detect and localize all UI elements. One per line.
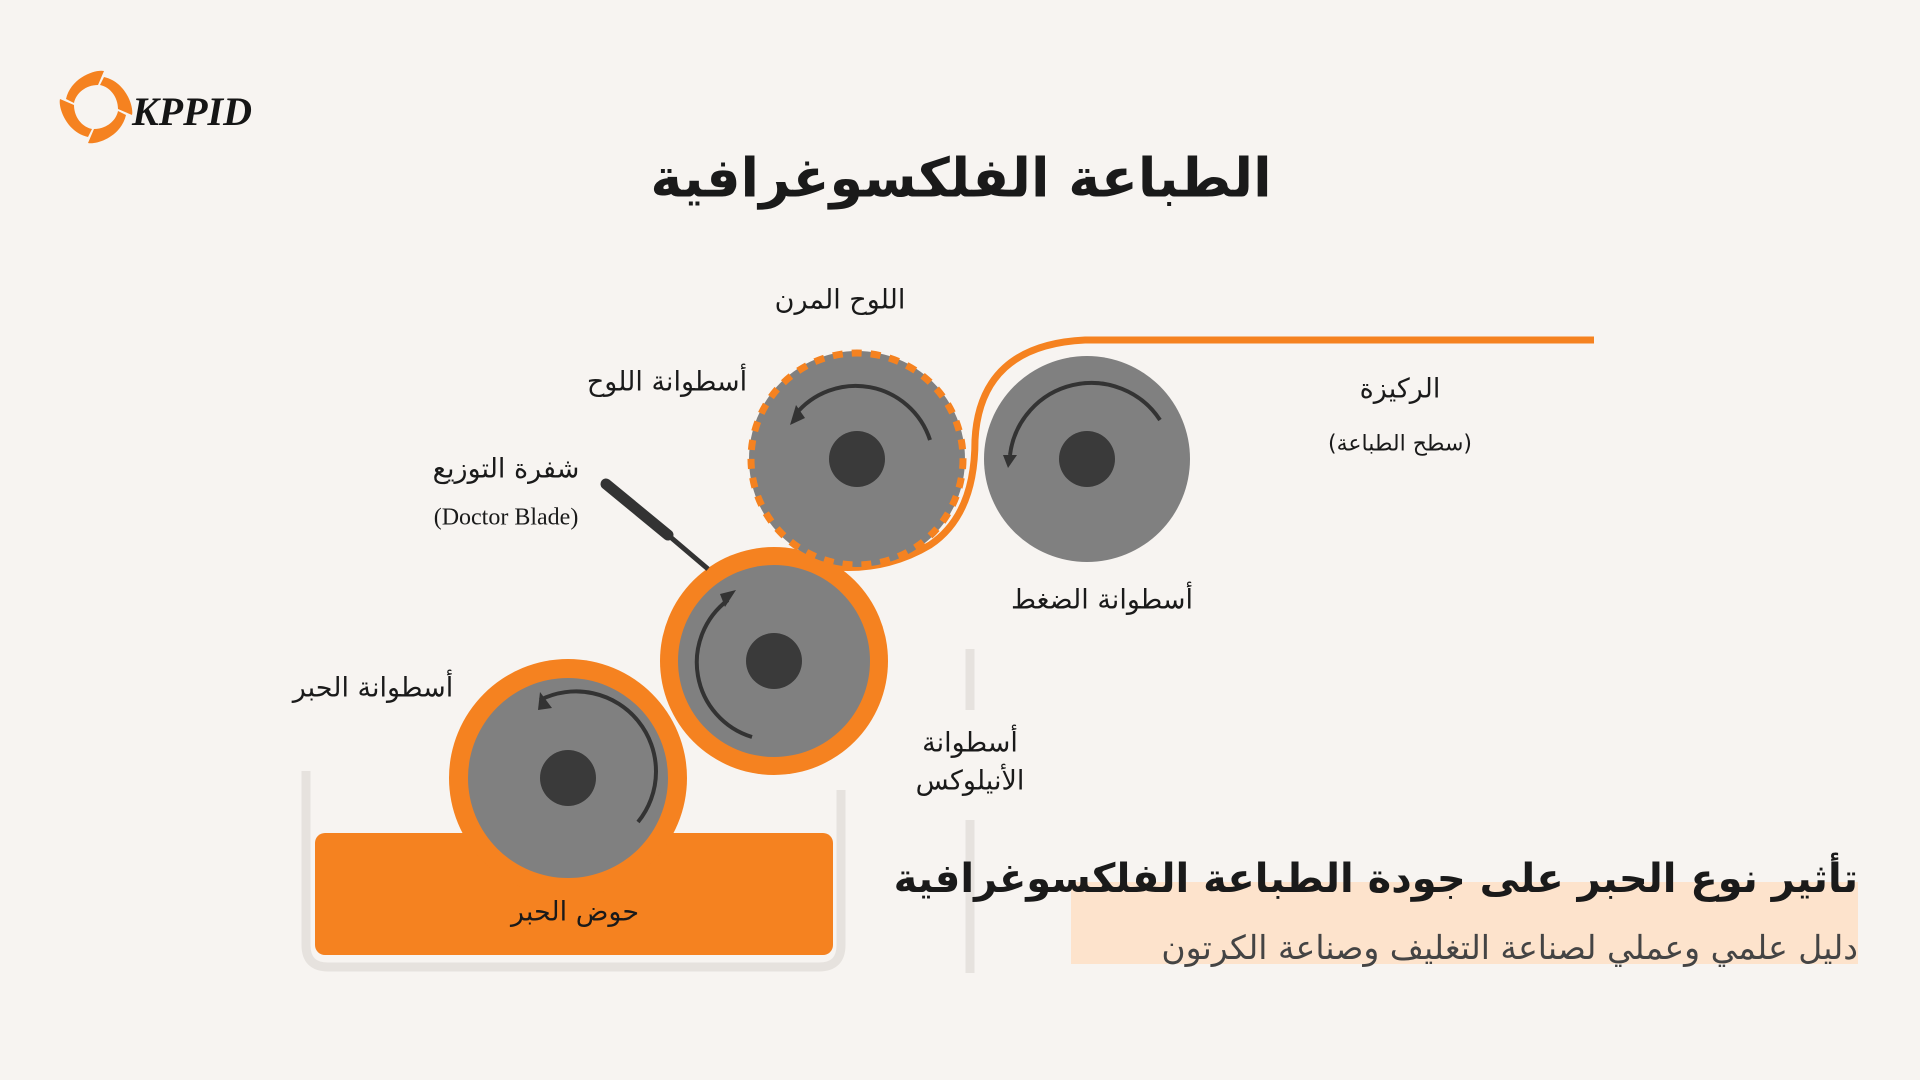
label-impression-cylinder: أسطوانة الضغط	[1010, 584, 1194, 616]
label-flexible-plate: اللوح المرن	[774, 284, 906, 316]
ink-tray-wall	[301, 771, 846, 972]
anilox-roller	[660, 547, 888, 775]
impression-cylinder	[984, 356, 1190, 562]
label-substrate: الركيزة	[1359, 373, 1441, 405]
page-title: الطباعة الفلكسوغرافية	[650, 146, 1272, 210]
rotation-arrow-icon	[694, 598, 753, 739]
brand-name: KPPID	[132, 89, 252, 134]
rotation-arrow-icon	[793, 383, 932, 441]
ink-roller	[449, 659, 687, 897]
label-anilox-1: أسطوانة	[922, 727, 1018, 759]
label-doctor-blade: شفرة التوزيع	[432, 453, 580, 485]
rotation-arrow-icon	[1008, 380, 1162, 456]
subheading: دليل علمي وعملي لصناعة التغليف وصناعة ال…	[1161, 928, 1858, 967]
plate-cylinder	[747, 349, 967, 569]
logo-icon	[59, 70, 133, 144]
heading-highlight	[1071, 882, 1858, 964]
label-substrate-note: (سطح الطباعة)	[1328, 431, 1472, 457]
label-plate-cylinder: أسطوانة اللوح	[586, 366, 748, 398]
rotation-arrow-icon	[539, 689, 658, 824]
heading: تأثير نوع الحبر على جودة الطباعة الفلكسو…	[893, 856, 1858, 902]
label-ink-tray: حوض الحبر	[510, 896, 640, 928]
label-doctor-blade-en: (Doctor Blade)	[433, 504, 579, 531]
doctor-blade	[600, 478, 674, 541]
label-anilox-2: الأنيلوكس	[915, 765, 1025, 797]
label-ink-roller: أسطوانة الحبر	[292, 672, 454, 704]
